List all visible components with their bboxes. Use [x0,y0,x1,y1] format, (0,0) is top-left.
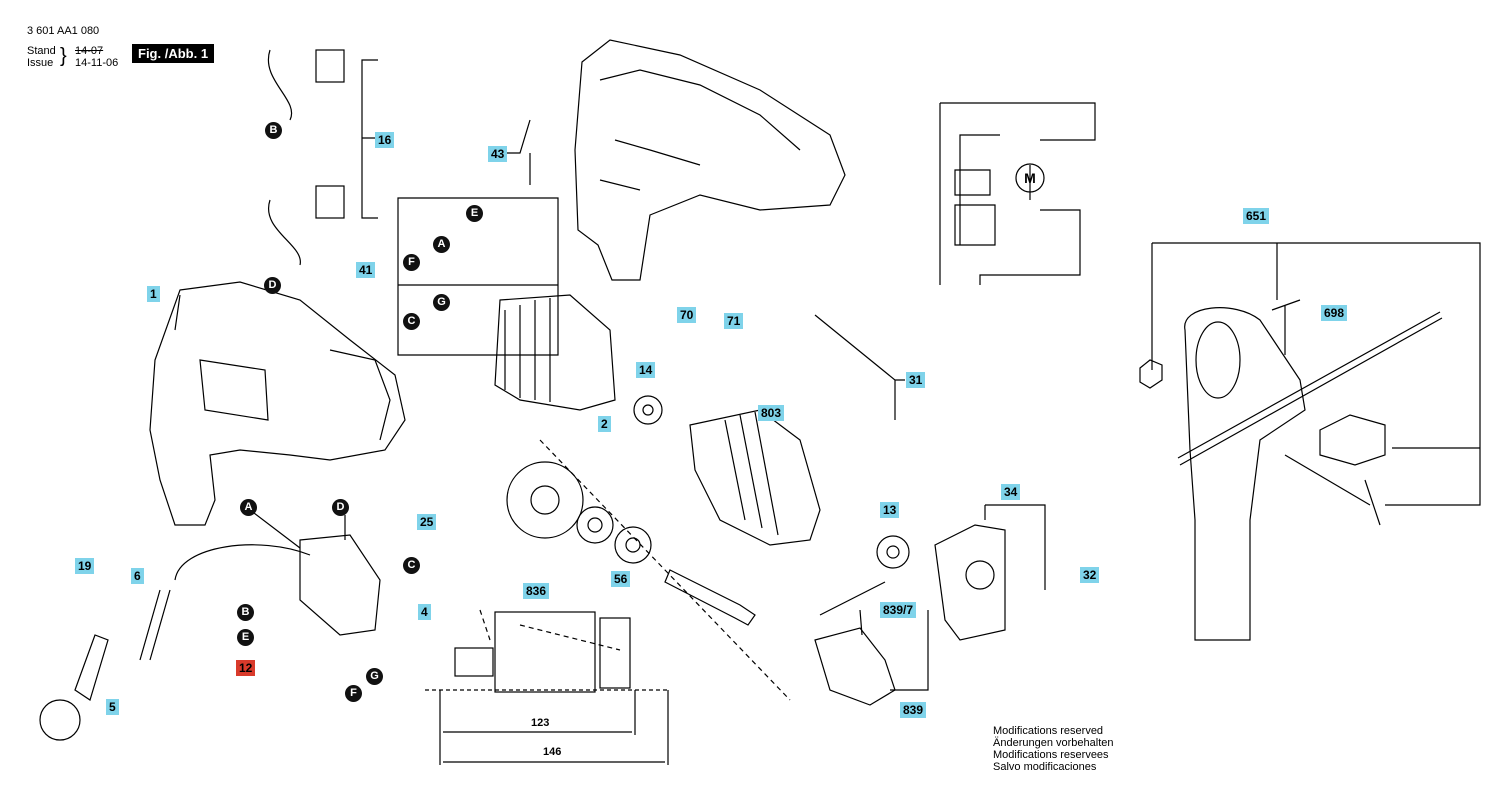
bearing-14 [633,395,663,425]
carbon-brush [315,49,345,83]
callout-651: 651 [1243,208,1270,224]
plug-cable [139,589,171,661]
callout-836: 836 [523,583,550,599]
connector-g: G [433,294,450,311]
chuck-key [819,581,886,636]
connector-b: B [237,604,254,621]
depth-rod [1177,311,1443,466]
issue-date: 14-11-06 [75,57,119,69]
stand-label: Stand [27,45,56,57]
connector-f: F [345,685,362,702]
connector-g: G [366,668,383,685]
brace: } [60,45,67,67]
callout-32: 32 [1080,567,1100,583]
callout-12: 12 [236,660,256,676]
wiring-schematic [939,102,1096,285]
field-coil [494,294,616,411]
figure-label: Fig. /Abb. 1 [132,44,215,63]
callout-5: 5 [106,699,119,715]
callout-839-7: 839/7 [880,602,917,618]
connector-e: E [237,629,254,646]
housing-half [574,39,846,281]
plug [74,634,109,701]
note-en: Modifications reserved [993,725,1104,737]
switch [299,534,381,636]
aux-handle [1184,307,1306,641]
connector-d: D [332,499,349,516]
callout-14: 14 [636,362,656,378]
callout-13: 13 [880,502,900,518]
dimension-146: 146 [543,746,562,758]
connector-e: E [466,205,483,222]
note-es: Salvo modificaciones [993,761,1097,773]
brush-plate [934,524,1006,641]
motor-symbol: M [1024,170,1036,186]
callout-2: 2 [598,416,611,432]
callout-31: 31 [906,372,926,388]
bearing-13 [876,535,910,569]
clamp-block [1319,414,1386,466]
note-fr: Modifications reservees [993,749,1109,761]
callout-4: 4 [418,604,431,620]
connector-a: A [433,236,450,253]
gear [506,461,584,539]
callout-19: 19 [75,558,95,574]
connector-c: C [403,557,420,574]
connector-c: C [403,313,420,330]
callout-839: 839 [900,702,927,718]
drill-body [149,281,406,526]
spindle [664,569,756,626]
callout-71: 71 [724,313,744,329]
armature [689,409,821,546]
part-number: 3 601 AA1 080 [27,25,100,37]
callout-6: 6 [131,568,144,584]
connector-a: A [240,499,257,516]
connector-d: D [264,277,281,294]
callout-34: 34 [1001,484,1021,500]
dimension-123: 123 [531,717,550,729]
callout-803: 803 [758,405,785,421]
hex-nut [1139,359,1163,389]
chuck [814,627,896,706]
callout-56: 56 [611,571,631,587]
note-de: Änderungen vorbehalten [993,737,1114,749]
issue-label: Issue [27,57,54,69]
rotor-assembly [494,611,596,693]
t-bolt [1271,299,1381,526]
connector-b: B [265,122,282,139]
callout-43: 43 [488,146,508,162]
callout-1: 1 [147,286,160,302]
bearing-56 [614,526,652,564]
callout-16: 16 [375,132,395,148]
connector-f: F [403,254,420,271]
callout-698: 698 [1321,305,1348,321]
callout-70: 70 [677,307,697,323]
stand-date: 14-07 [75,45,104,57]
modification-notes: Modifications reserved Änderungen vorbeh… [993,725,1113,773]
callout-25: 25 [417,514,437,530]
callout-41: 41 [356,262,376,278]
bearing-836 [576,506,614,544]
